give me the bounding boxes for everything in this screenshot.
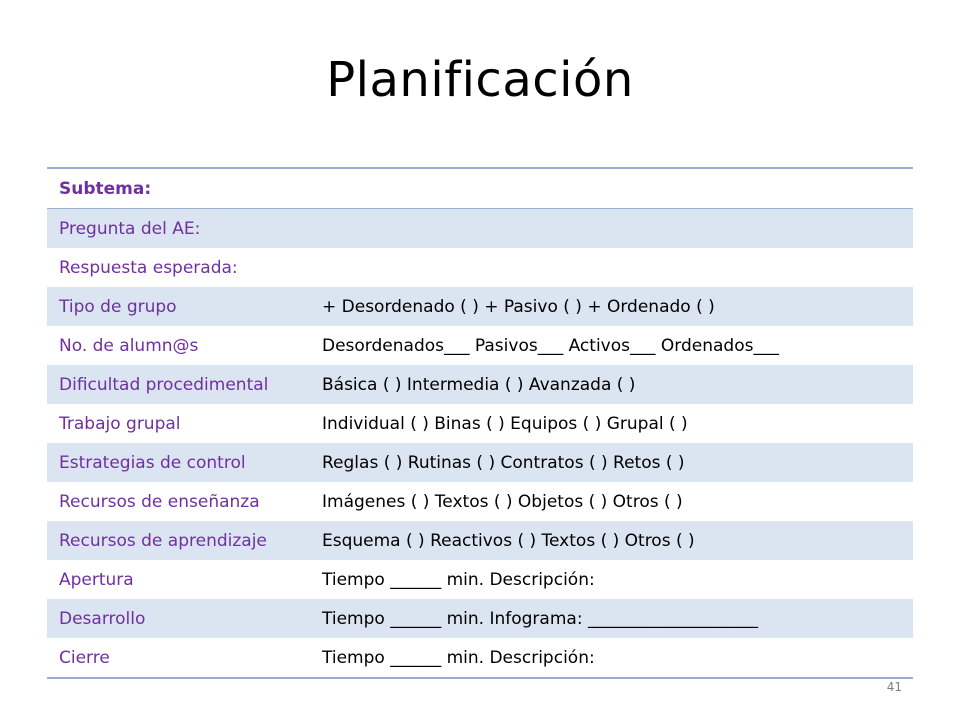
row-label: Trabajo grupal	[59, 413, 181, 434]
slide-title: Planificación	[326, 52, 634, 108]
row-label: Estrategias de control	[47, 443, 312, 482]
table-row-desarrollo: Desarrollo Tiempo ______ min. Infograma:…	[47, 599, 913, 638]
row-value: Reglas ( ) Rutinas ( ) Contratos ( ) Ret…	[312, 443, 913, 482]
row-label: Recursos de enseñanza	[59, 491, 260, 512]
table-row-cierre: Cierre Tiempo ______ min. Descripción:	[47, 638, 913, 678]
row-label: Desarrollo	[47, 599, 312, 638]
table-row-trabajo: Trabajo grupal Individual ( ) Binas ( ) …	[47, 404, 913, 443]
row-value: Tiempo ______ min. Descripción:	[322, 647, 595, 668]
row-label: Dificultad procedimental	[47, 365, 312, 404]
table-row-alumnos: No. de alumn@s Desordenados___ Pasivos__…	[47, 326, 913, 365]
row-value: Imágenes ( ) Textos ( ) Objetos ( ) Otro…	[322, 491, 683, 512]
row-value: Desordenados___ Pasivos___ Activos___ Or…	[322, 335, 779, 356]
row-label: Apertura	[59, 569, 134, 590]
row-label: Respuesta esperada:	[59, 257, 238, 278]
table-row-aprendizaje: Recursos de aprendizaje Esquema ( ) Reac…	[47, 521, 913, 560]
row-value: + Desordenado ( ) + Pasivo ( ) + Ordenad…	[312, 287, 913, 326]
row-value: Tiempo ______ min. Infograma: __________…	[312, 599, 913, 638]
row-value	[312, 168, 913, 209]
row-label: No. de alumn@s	[59, 335, 199, 356]
row-label: Cierre	[59, 647, 110, 668]
page-number: 41	[886, 680, 902, 694]
table-row-respuesta: Respuesta esperada:	[47, 248, 913, 287]
row-label: Subtema:	[47, 168, 312, 209]
table-row-estrategias: Estrategias de control Reglas ( ) Rutina…	[47, 443, 913, 482]
table-row-subtema: Subtema:	[47, 168, 913, 209]
table-row-ensenanza: Recursos de enseñanza Imágenes ( ) Texto…	[47, 482, 913, 521]
row-value: Básica ( ) Intermedia ( ) Avanzada ( )	[312, 365, 913, 404]
table-row-apertura: Apertura Tiempo ______ min. Descripción:	[47, 560, 913, 599]
table-row-dificultad: Dificultad procedimental Básica ( ) Inte…	[47, 365, 913, 404]
row-value	[312, 208, 913, 248]
row-value: Tiempo ______ min. Descripción:	[322, 569, 595, 590]
row-label: Recursos de aprendizaje	[47, 521, 312, 560]
row-value	[312, 248, 913, 287]
row-label: Pregunta del AE:	[47, 208, 312, 248]
row-value: Esquema ( ) Reactivos ( ) Textos ( ) Otr…	[312, 521, 913, 560]
table-row-tipo-grupo: Tipo de grupo + Desordenado ( ) + Pasivo…	[47, 287, 913, 326]
planning-table: Subtema: Pregunta del AE: Respuesta espe…	[47, 167, 913, 679]
row-value: Individual ( ) Binas ( ) Equipos ( ) Gru…	[322, 413, 688, 434]
table-row-pregunta: Pregunta del AE:	[47, 208, 913, 248]
row-label: Tipo de grupo	[47, 287, 312, 326]
